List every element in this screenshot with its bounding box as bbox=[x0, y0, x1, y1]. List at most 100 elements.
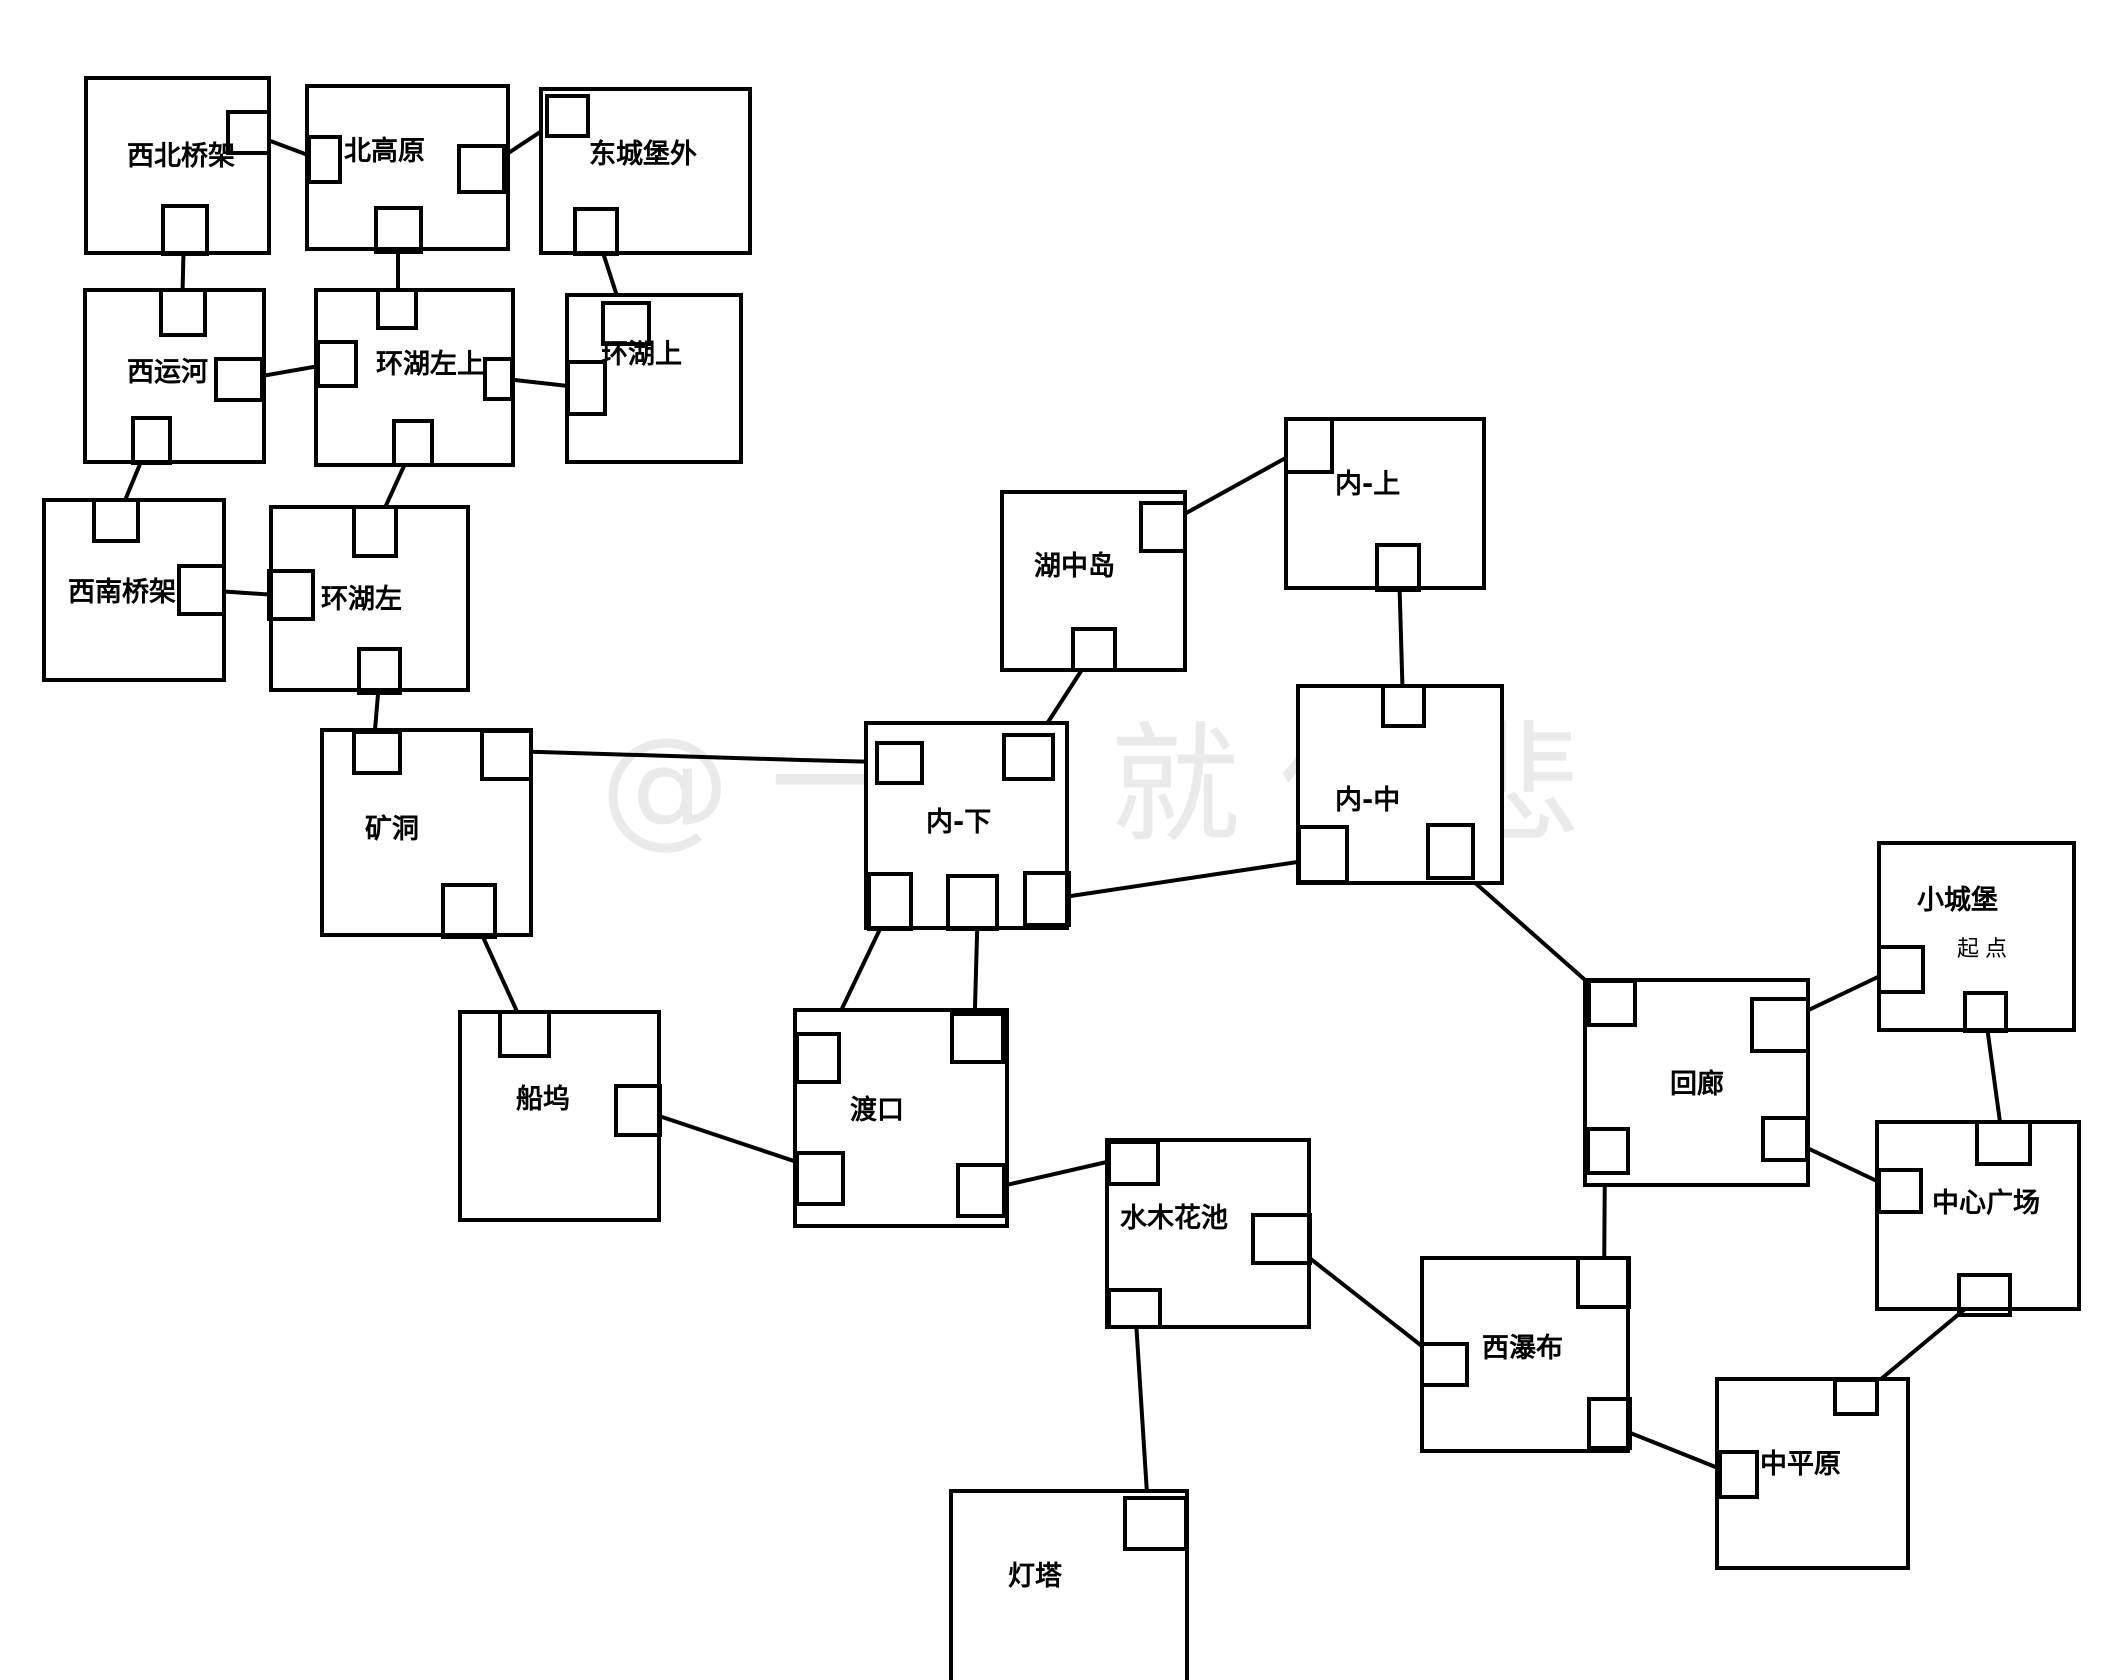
door-square bbox=[1586, 1127, 1630, 1175]
door-square bbox=[1761, 1116, 1809, 1162]
door-square bbox=[1420, 1342, 1469, 1387]
room-label: 渡口 bbox=[850, 1094, 904, 1126]
room-label: 西运河 bbox=[127, 357, 208, 388]
door-square bbox=[573, 207, 619, 256]
room-xinanqiaojia: 西南桥架 bbox=[42, 498, 226, 682]
door-square bbox=[1381, 684, 1426, 728]
room-huilang: 回廊 bbox=[1583, 978, 1810, 1187]
room-label: 环湖上 bbox=[601, 339, 682, 370]
room-xiyunhe: 西运河 bbox=[83, 288, 266, 465]
room-label: 湖中岛 bbox=[1034, 550, 1115, 582]
room-nei_xia: 内-下 bbox=[864, 721, 1071, 931]
door-square bbox=[1963, 991, 2008, 1033]
door-square bbox=[1375, 543, 1421, 592]
room-label: 北高原 bbox=[344, 135, 425, 167]
start-point-label: 起点 bbox=[1957, 937, 2013, 962]
room-label: 内-中 bbox=[1335, 785, 1400, 816]
room-huzhongdao: 湖中岛 bbox=[1000, 490, 1187, 672]
door-square bbox=[1426, 823, 1475, 880]
door-square bbox=[483, 357, 514, 401]
door-square bbox=[1877, 945, 1925, 994]
room-huanhuzuoshang: 环湖左上 bbox=[314, 288, 515, 467]
door-square bbox=[1957, 1273, 2012, 1317]
door-square bbox=[875, 741, 924, 785]
door-square bbox=[1587, 1397, 1632, 1450]
door-square bbox=[1251, 1213, 1312, 1265]
room-huanhushang: 环湖上 bbox=[565, 293, 743, 464]
room-box bbox=[864, 721, 1069, 930]
room-box bbox=[269, 505, 470, 692]
room-box bbox=[539, 87, 752, 255]
door-square bbox=[1750, 997, 1810, 1053]
door-square bbox=[1123, 1496, 1188, 1551]
connection-shuimuhuachi-xipubu bbox=[1133, 1303, 1151, 1527]
room-xibeiqiaojia: 西北桥架 bbox=[84, 76, 271, 256]
door-square bbox=[566, 360, 607, 416]
room-dengta: 灯塔 bbox=[949, 1489, 1189, 1680]
door-square bbox=[614, 1084, 662, 1137]
connection-nei_xia-nei_zhong bbox=[1042, 856, 1326, 902]
door-square bbox=[1139, 501, 1187, 553]
door-square bbox=[376, 288, 418, 330]
door-square bbox=[480, 729, 533, 781]
room-box bbox=[1284, 417, 1486, 590]
door-square bbox=[1975, 1120, 2032, 1166]
room-box bbox=[305, 84, 510, 251]
door-square bbox=[795, 1151, 845, 1206]
room-box bbox=[458, 1010, 661, 1222]
room-label: 回廊 bbox=[1670, 1068, 1724, 1100]
door-square bbox=[441, 883, 497, 939]
room-box bbox=[1000, 490, 1187, 672]
door-square bbox=[131, 416, 172, 465]
room-label: 东城堡外 bbox=[589, 138, 697, 170]
room-shuimuhuachi: 水木花池 bbox=[1105, 1138, 1312, 1329]
room-box bbox=[1105, 1138, 1311, 1329]
door-square bbox=[1718, 1450, 1759, 1499]
door-square bbox=[159, 288, 207, 337]
door-square bbox=[92, 498, 140, 543]
room-nei_shang: 内-上 bbox=[1284, 417, 1486, 592]
door-square bbox=[352, 730, 402, 775]
door-square bbox=[795, 1032, 841, 1084]
room-label: 中平原 bbox=[1760, 1449, 1841, 1480]
room-box bbox=[1877, 841, 2076, 1032]
door-square bbox=[1877, 1168, 1923, 1214]
room-box bbox=[1420, 1256, 1630, 1453]
room-label: 内-上 bbox=[1335, 469, 1400, 500]
door-square bbox=[946, 874, 999, 931]
room-label: 矿洞 bbox=[365, 813, 419, 845]
door-square bbox=[1284, 417, 1334, 474]
room-label: 西瀑布 bbox=[1482, 1333, 1563, 1364]
room-box bbox=[949, 1489, 1189, 1680]
door-square bbox=[956, 1163, 1006, 1218]
door-square bbox=[1587, 979, 1637, 1027]
room-beigaoyuan: 北高原 bbox=[305, 84, 510, 254]
room-box bbox=[84, 76, 271, 255]
door-square bbox=[601, 301, 651, 346]
door-square bbox=[352, 505, 398, 558]
room-label: 中心广场 bbox=[1932, 1188, 2040, 1219]
door-square bbox=[307, 135, 342, 184]
door-square bbox=[1297, 825, 1349, 884]
room-box bbox=[793, 1008, 1009, 1228]
door-square bbox=[1833, 1378, 1879, 1416]
room-chuanwu: 船坞 bbox=[458, 1010, 662, 1222]
door-square bbox=[498, 1010, 551, 1058]
door-square bbox=[392, 419, 434, 467]
room-kuangdong: 矿洞 bbox=[320, 728, 533, 939]
room-label: 西北桥架 bbox=[127, 141, 235, 172]
door-square bbox=[457, 144, 506, 194]
room-label: 西南桥架 bbox=[68, 577, 176, 608]
room-label: 内-下 bbox=[926, 807, 991, 838]
door-square bbox=[1002, 733, 1055, 781]
room-label: 船坞 bbox=[516, 1083, 570, 1115]
door-square bbox=[1071, 627, 1117, 672]
room-label: 灯塔 bbox=[1008, 1561, 1063, 1592]
room-label: 小城堡 bbox=[1917, 884, 1998, 916]
room-label: 水木花池 bbox=[1120, 1203, 1228, 1234]
room-label: 环湖左 bbox=[321, 584, 402, 615]
room-xipubu: 西瀑布 bbox=[1420, 1256, 1632, 1453]
